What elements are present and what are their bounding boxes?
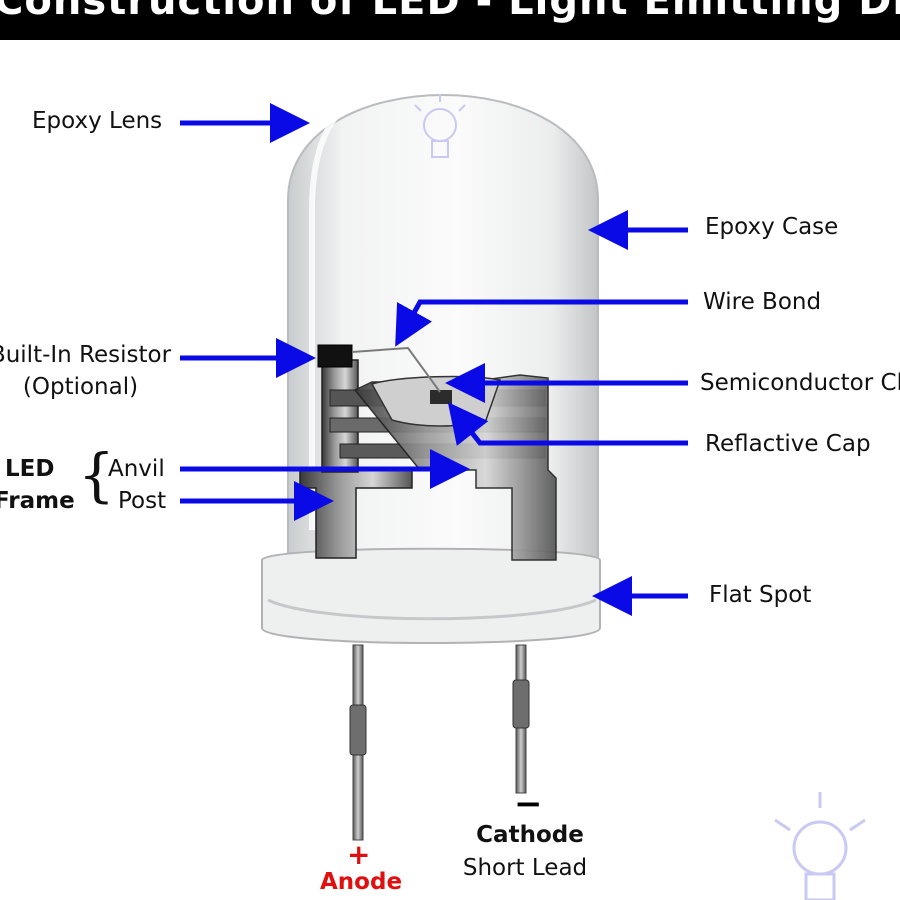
label-post: Post [118, 488, 167, 514]
anode-lead-kink [349, 704, 367, 756]
label-led-frame-line2: Frame [0, 488, 75, 514]
label-epoxy-lens: Epoxy Lens [32, 108, 163, 134]
wire-bond [351, 346, 441, 393]
label-semiconductor-chip: Semiconductor Chip [700, 370, 900, 396]
label-short-lead: Short Lead [462, 855, 588, 881]
label-flat-spot: Flat Spot [709, 582, 812, 608]
label-anode: Anode [320, 869, 403, 895]
built-in-resistor-block [317, 344, 353, 368]
lightbulb-watermark-icon [414, 94, 466, 158]
cathode-sign: − [514, 784, 543, 824]
dome-highlight [309, 87, 381, 530]
anode-sign: + [347, 838, 371, 871]
arrow-reflective-cap [447, 402, 688, 446]
label-built-in-resistor: Built-In Resistor (Optional) [0, 342, 173, 400]
label-cathode: Cathode [476, 822, 584, 848]
lightbulb-watermark-icon [774, 792, 866, 900]
label-epoxy-case: Epoxy Case [705, 214, 839, 240]
label-anvil: Anvil [108, 456, 165, 482]
led-diagram [180, 87, 866, 900]
cathode-lead-kink [512, 679, 530, 729]
epoxy-flange [261, 547, 601, 644]
frame-brace: { [78, 441, 115, 509]
label-reflective-cap: Reflactive Cap [705, 431, 871, 457]
flange-shadow [267, 598, 597, 621]
label-led-frame-line1: LED [5, 456, 55, 482]
label-wire-bond: Wire Bond [703, 289, 822, 315]
arrow-wire-bond [395, 299, 688, 347]
semiconductor-chip [430, 390, 452, 404]
built-in-resistor-text: Built-In Resistor [0, 342, 172, 368]
optional-text: (Optional) [22, 374, 139, 400]
title-banner: Construction of LED - Light Emitting Dio… [0, 0, 900, 40]
page-title: Construction of LED - Light Emitting Dio… [0, 0, 900, 24]
callout-arrows [180, 103, 688, 616]
